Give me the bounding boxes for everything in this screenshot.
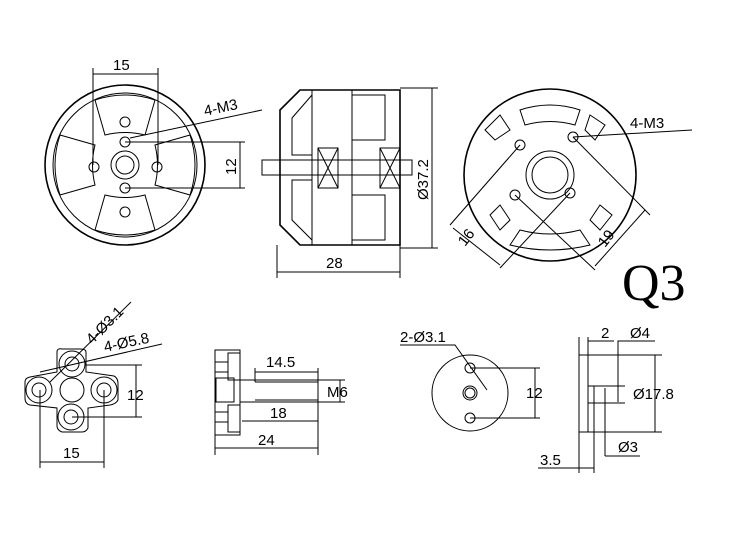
adapter-height-label: 3.5 [540, 452, 561, 469]
rear-pcd-large-label: 19 [595, 227, 619, 251]
adapter-inner-dia-label: Ø4 [630, 325, 650, 342]
front-thread-label: 4-M3 [202, 96, 239, 120]
rear-view: 16 19 4-M3 [449, 88, 693, 271]
front-spacing-label: 15 [113, 57, 130, 74]
adapter-outer-dia-label: Ø17.8 [633, 386, 674, 403]
rear-thread-label: 4-M3 [630, 115, 664, 132]
adapter-bore-label: Ø3 [618, 439, 638, 456]
shaft-length-label: 18 [270, 405, 287, 422]
model-label: Q3 [622, 255, 686, 312]
total-length-label: 24 [258, 432, 275, 449]
adapter-holes-label: 2-Ø3.1 [400, 329, 446, 346]
front-view: 15 12 4-M3 [44, 57, 263, 246]
rear-pcd-small-label: 16 [455, 226, 479, 250]
prop-mount-front: 15 12 4-Ø3.1 4-Ø5.8 [24, 301, 163, 468]
side-length-label: 28 [326, 255, 343, 272]
prop-mount-side: 14.5 M6 18 24 [214, 349, 348, 455]
thread-size-label: M6 [327, 384, 348, 401]
side-view: 28 Ø37.2 [261, 87, 438, 278]
adapter-spacing-label: 12 [526, 385, 543, 402]
front-spacing-v-label: 12 [223, 158, 240, 175]
adapter-front: 12 2-Ø3.1 [400, 329, 543, 432]
mount-spacing-h-label: 15 [63, 445, 80, 462]
side-diameter-label: Ø37.2 [415, 159, 432, 200]
adapter-thickness-label: 2 [601, 325, 609, 342]
adapter-side: Ø3 2 Ø4 Ø17.8 3.5 [538, 325, 674, 473]
mount-spacing-v-label: 12 [127, 387, 144, 404]
thread-length-label: 14.5 [266, 354, 295, 371]
